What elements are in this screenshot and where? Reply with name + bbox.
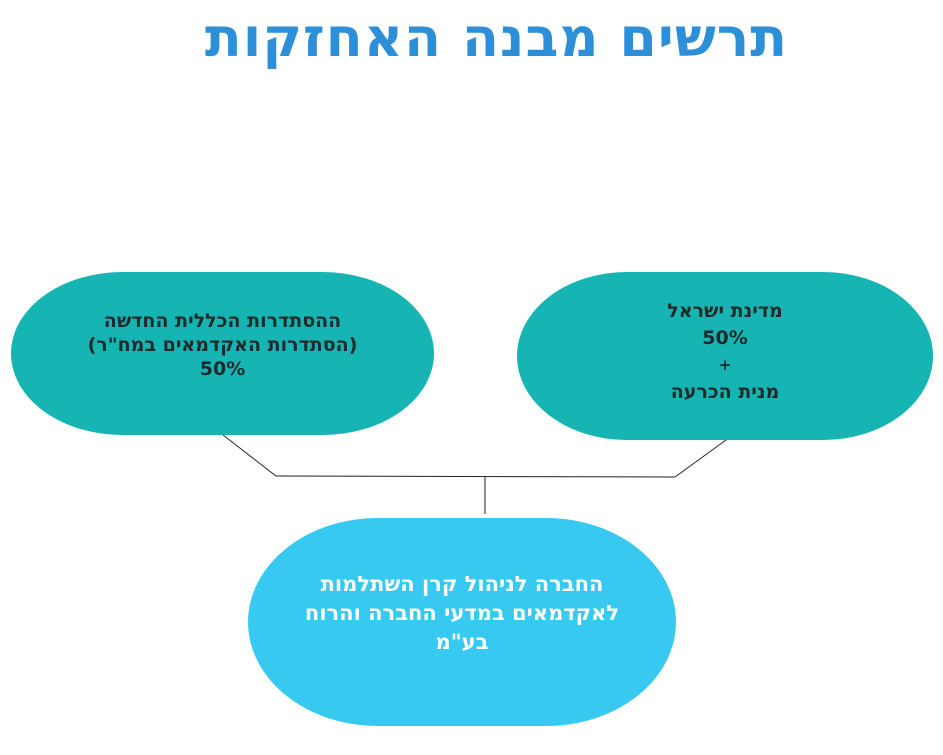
node-histadrut-subname: (הסתדרות האקדמאים במח"ר): [87, 333, 358, 356]
node-fund-line-2: לאקדמאים במדעי החברה והרוח: [304, 600, 620, 625]
node-fund-line-1: החברה לניהול קרן השתלמות: [320, 571, 604, 596]
node-fund-line-3: בע"מ: [435, 629, 489, 654]
node-histadrut: ההסתדרות הכללית החדשה (הסתדרות האקדמאים …: [11, 272, 434, 435]
connector-horizontal: [275, 475, 676, 478]
node-histadrut-share: 50%: [199, 357, 246, 380]
connector-right-diagonal: [674, 439, 727, 478]
node-state-of-israel: מדינת ישראל 50% + מנית הכרעה: [517, 272, 933, 440]
node-fund-company: החברה לניהול קרן השתלמות לאקדמאים במדעי …: [248, 518, 676, 726]
node-histadrut-name: ההסתדרות הכללית החדשה: [103, 309, 342, 332]
connector-left-diagonal: [222, 434, 277, 477]
diagram-title: תרשים מבנה האחזקות: [204, 6, 789, 69]
node-state-name: מדינת ישראל: [667, 300, 783, 322]
node-state-golden-share: מנית הכרעה: [670, 381, 780, 403]
node-state-plus: +: [718, 356, 732, 374]
node-state-share: 50%: [702, 327, 748, 349]
